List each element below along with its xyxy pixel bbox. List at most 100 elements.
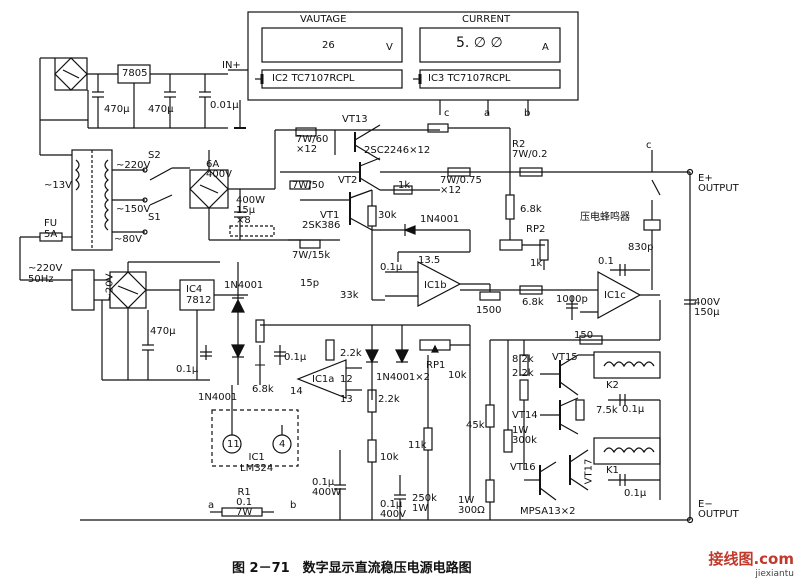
label-r7w50: 7W/50 bbox=[292, 180, 325, 191]
opamp-ic1b bbox=[417, 261, 462, 307]
label-150v-tap: ~150V bbox=[116, 204, 151, 215]
label-ic1-lm324: IC1 LM324 bbox=[240, 452, 274, 474]
label-c15p: 15p bbox=[300, 278, 320, 289]
panel-b: b bbox=[524, 108, 531, 119]
opamp-ic1a bbox=[296, 359, 347, 399]
label-k1: K1 bbox=[606, 465, 619, 476]
label-r6-8k-a: 6.8k bbox=[520, 204, 542, 215]
label-c470u-2: 470μ bbox=[148, 104, 174, 115]
label-pin13: 13 bbox=[340, 394, 353, 405]
label-c-node: c bbox=[646, 140, 652, 151]
label-ic1a: IC1a bbox=[312, 374, 335, 385]
label-c470u-3: 470μ bbox=[150, 326, 176, 337]
label-r150: 150 bbox=[574, 330, 594, 341]
switch-s1[interactable] bbox=[149, 194, 173, 206]
label-r1k-a: 1k bbox=[398, 180, 411, 191]
label-mains: ~220V 50Hz bbox=[28, 263, 63, 285]
current-panel-label: CURRENT bbox=[462, 14, 511, 25]
label-r2: R2 7W/0.2 bbox=[512, 139, 548, 160]
label-buzzer: 压电蜂鸣器 bbox=[580, 212, 630, 223]
label-c01-400w: 0.1μ 400W bbox=[312, 477, 341, 498]
label-r2-2k-c: 2.2k bbox=[378, 394, 400, 405]
label-20v: ~20V bbox=[104, 273, 116, 302]
watermark: 接线图.com jiexiantu bbox=[708, 548, 794, 579]
label-r250k: 250k 1W bbox=[412, 493, 437, 514]
label-r7w60: 7W/60 ×12 bbox=[296, 134, 329, 155]
label-c01-c: 0.1μ bbox=[176, 364, 199, 375]
label-c001u: 0.01μ bbox=[210, 100, 239, 111]
label-pin14: 14 bbox=[290, 386, 303, 397]
label-vt15: VT15 bbox=[552, 352, 578, 363]
current-reading: 5. ∅ ∅ bbox=[456, 35, 503, 51]
label-r7-5k: 7.5k bbox=[596, 405, 618, 416]
figure-caption: 图 2－71 数字显示直流稳压电源电路图 bbox=[232, 561, 472, 576]
label-1n4001x2: 1N4001×2 bbox=[376, 372, 431, 383]
label-c470u-1: 470μ bbox=[104, 104, 130, 115]
label-k2: K2 bbox=[606, 380, 619, 391]
label-r2-2k-a: 2.2k bbox=[340, 348, 362, 359]
label-13-5: 13.5 bbox=[418, 255, 441, 266]
label-r33k: 33k bbox=[340, 290, 359, 301]
label-c400w: 400W 15μ ×8 bbox=[236, 195, 265, 226]
label-r7w15k: 7W/15k bbox=[292, 250, 331, 261]
opamp-ic1c bbox=[597, 270, 642, 320]
label-mpsa13: MPSA13×2 bbox=[520, 506, 576, 517]
buzzer bbox=[643, 219, 661, 231]
label-a-node: a bbox=[208, 500, 215, 511]
voltage-unit: V bbox=[386, 42, 393, 53]
label-e-minus: E− OUTPUT bbox=[698, 499, 739, 520]
label-fuse: FU 5A bbox=[44, 218, 58, 240]
display-panel bbox=[247, 11, 579, 101]
current-unit: A bbox=[542, 42, 549, 53]
voltage-display bbox=[261, 27, 403, 63]
label-pin12: 12 bbox=[340, 374, 353, 385]
label-b-node: b bbox=[290, 500, 297, 511]
panel-c: c bbox=[444, 108, 450, 119]
label-7805: 7805 bbox=[122, 68, 148, 79]
ic2-label: IC2 TC7107RCPL bbox=[272, 73, 355, 84]
label-c01-f: 0.1μ bbox=[624, 488, 647, 499]
label-2sk386: 2SK386 bbox=[302, 220, 341, 231]
relay-k2 bbox=[593, 351, 661, 379]
ic3-label: IC3 TC7107RCPL bbox=[428, 73, 511, 84]
switch-s2[interactable] bbox=[149, 167, 173, 181]
label-r830: 830p bbox=[628, 242, 654, 253]
label-r2-2k-b: 2.2k bbox=[512, 368, 534, 379]
label-r1k-b: 1k bbox=[530, 258, 543, 269]
label-ic1b: IC1b bbox=[424, 280, 447, 291]
label-1n4001-c: 1N4001 bbox=[198, 392, 238, 403]
label-vt1: VT1 bbox=[320, 210, 340, 221]
transformer-aux bbox=[71, 269, 95, 311]
label-c01-400v: 0.1μ 400V bbox=[380, 499, 406, 520]
label-c01-b: 0.1 bbox=[598, 256, 614, 267]
label-r1500: 1500 bbox=[476, 305, 502, 316]
label-s1: S1 bbox=[148, 212, 161, 223]
label-vt13: VT13 bbox=[342, 114, 368, 125]
label-vt2: VT2 bbox=[338, 175, 358, 186]
label-220v-tap: ~220V bbox=[116, 160, 151, 171]
label-c1000p: 1000p bbox=[556, 294, 588, 305]
watermark-sub: jiexiantu bbox=[755, 569, 794, 579]
label-r30k: 30k bbox=[378, 210, 397, 221]
label-vt17: VT17 bbox=[583, 458, 595, 485]
label-r6-8k-c: 6.8k bbox=[252, 384, 274, 395]
label-r10k-a: 10k bbox=[448, 370, 467, 381]
voltage-panel-label: VAUTAGE bbox=[300, 14, 347, 25]
watermark-text: 接线图.com bbox=[708, 550, 794, 568]
in-plus-label: IN+ bbox=[222, 60, 241, 71]
label-r45k: 45k bbox=[466, 420, 485, 431]
panel-a: a bbox=[484, 108, 491, 119]
label-c01-a: 0.1μ bbox=[380, 262, 403, 273]
label-bridge-6a: 6A 400V bbox=[206, 159, 232, 180]
label-e-plus: E+ OUTPUT bbox=[698, 173, 739, 194]
label-r1w300: 1W 300Ω bbox=[458, 495, 485, 516]
label-s2: S2 bbox=[148, 150, 161, 161]
label-1n4001-a: 1N4001 bbox=[420, 214, 460, 225]
label-2sc2246: 2SC2246×12 bbox=[364, 145, 431, 156]
label-ic1c: IC1c bbox=[604, 290, 626, 301]
label-80v-tap: ~80V bbox=[114, 234, 142, 245]
label-r7w075: 7W/0.75 ×12 bbox=[440, 175, 482, 196]
label-r1: R1 0.1 7W bbox=[236, 487, 253, 518]
current-display bbox=[419, 27, 561, 63]
